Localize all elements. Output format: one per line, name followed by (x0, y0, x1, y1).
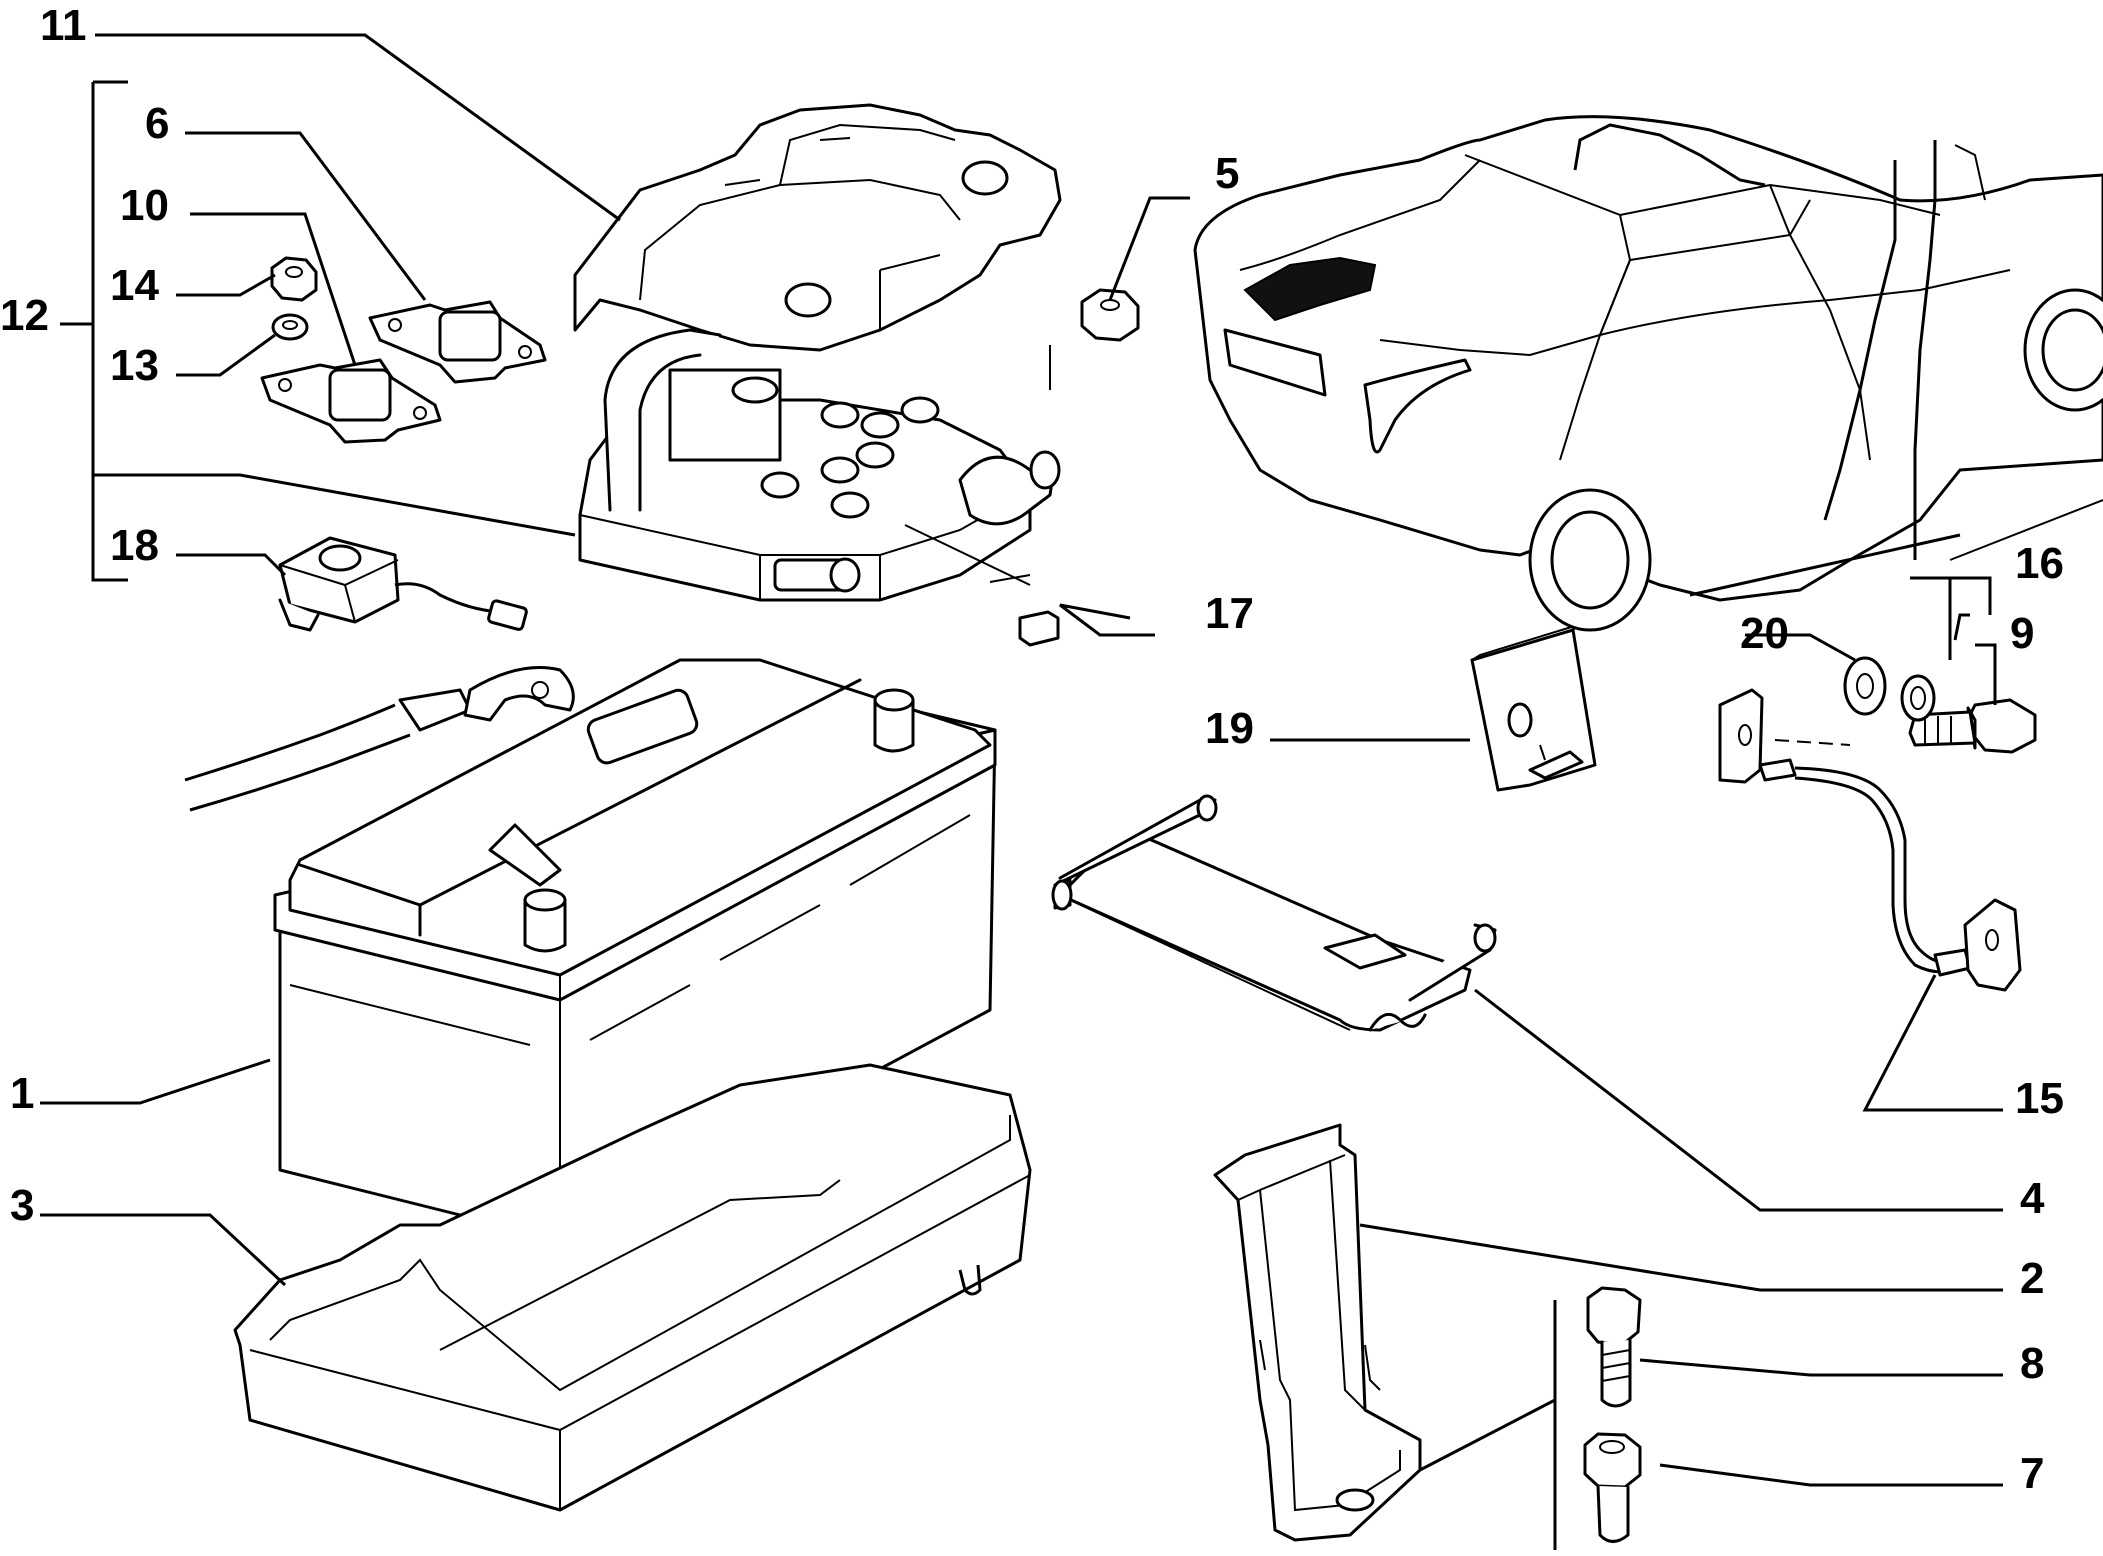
callout-5: 5 (1215, 149, 1239, 198)
callout-19: 19 (1205, 704, 1254, 753)
inertia-switch-drawing (278, 536, 528, 632)
callout-9: 9 (2010, 609, 2034, 658)
hold-down-bar-drawing (1051, 794, 1497, 1032)
spacer-7-drawing (1583, 1432, 1642, 1543)
terminal-cover-drawing (573, 103, 1062, 352)
spring-washer-drawing (1900, 674, 1936, 722)
bolt-8-drawing (1586, 1286, 1642, 1408)
car-drawing (1193, 115, 2103, 632)
fuse-insert-drawing (989, 574, 1060, 647)
callout-4: 4 (2020, 1174, 2045, 1223)
callouts: 11 6 10 14 13 12 18 5 17 1 3 19 16 20 9 … (0, 1, 2064, 1498)
callout-20: 20 (1740, 609, 1789, 658)
callout-18: 18 (110, 521, 159, 570)
callout-1: 1 (10, 1069, 34, 1118)
callout-10: 10 (120, 181, 169, 230)
callout-17: 17 (1205, 589, 1254, 638)
callout-6: 6 (145, 99, 169, 148)
battery-tray-drawing (233, 1063, 1032, 1512)
callout-11: 11 (40, 1, 87, 50)
callout-13: 13 (110, 341, 159, 390)
clip-drawing (1470, 624, 1597, 792)
callout-7: 7 (2020, 1449, 2044, 1498)
fuse-10-drawing (260, 358, 442, 444)
callout-15: 15 (2015, 1074, 2064, 1123)
washer-13-drawing (271, 313, 309, 341)
callout-16: 16 (2015, 539, 2064, 588)
callout-2: 2 (2020, 1254, 2044, 1303)
callout-3: 3 (10, 1181, 34, 1230)
fuse-terminals (760, 396, 940, 519)
callout-8: 8 (2020, 1339, 2044, 1388)
bolt-9-drawing (1908, 698, 2037, 754)
washer-20-drawing (1843, 656, 1887, 716)
nut-5-drawing (1080, 288, 1140, 342)
clamp-bracket-drawing (1213, 1123, 1422, 1542)
nut-14-drawing (270, 256, 318, 302)
fuse-box-drawing (578, 328, 1061, 602)
callout-14: 14 (110, 261, 159, 310)
leader-lines (40, 33, 2003, 1550)
callout-12: 12 (0, 291, 49, 340)
fuse-6-drawing (368, 300, 547, 384)
battery-terminals (523, 688, 915, 953)
ground-cable-drawing (1718, 688, 2022, 992)
